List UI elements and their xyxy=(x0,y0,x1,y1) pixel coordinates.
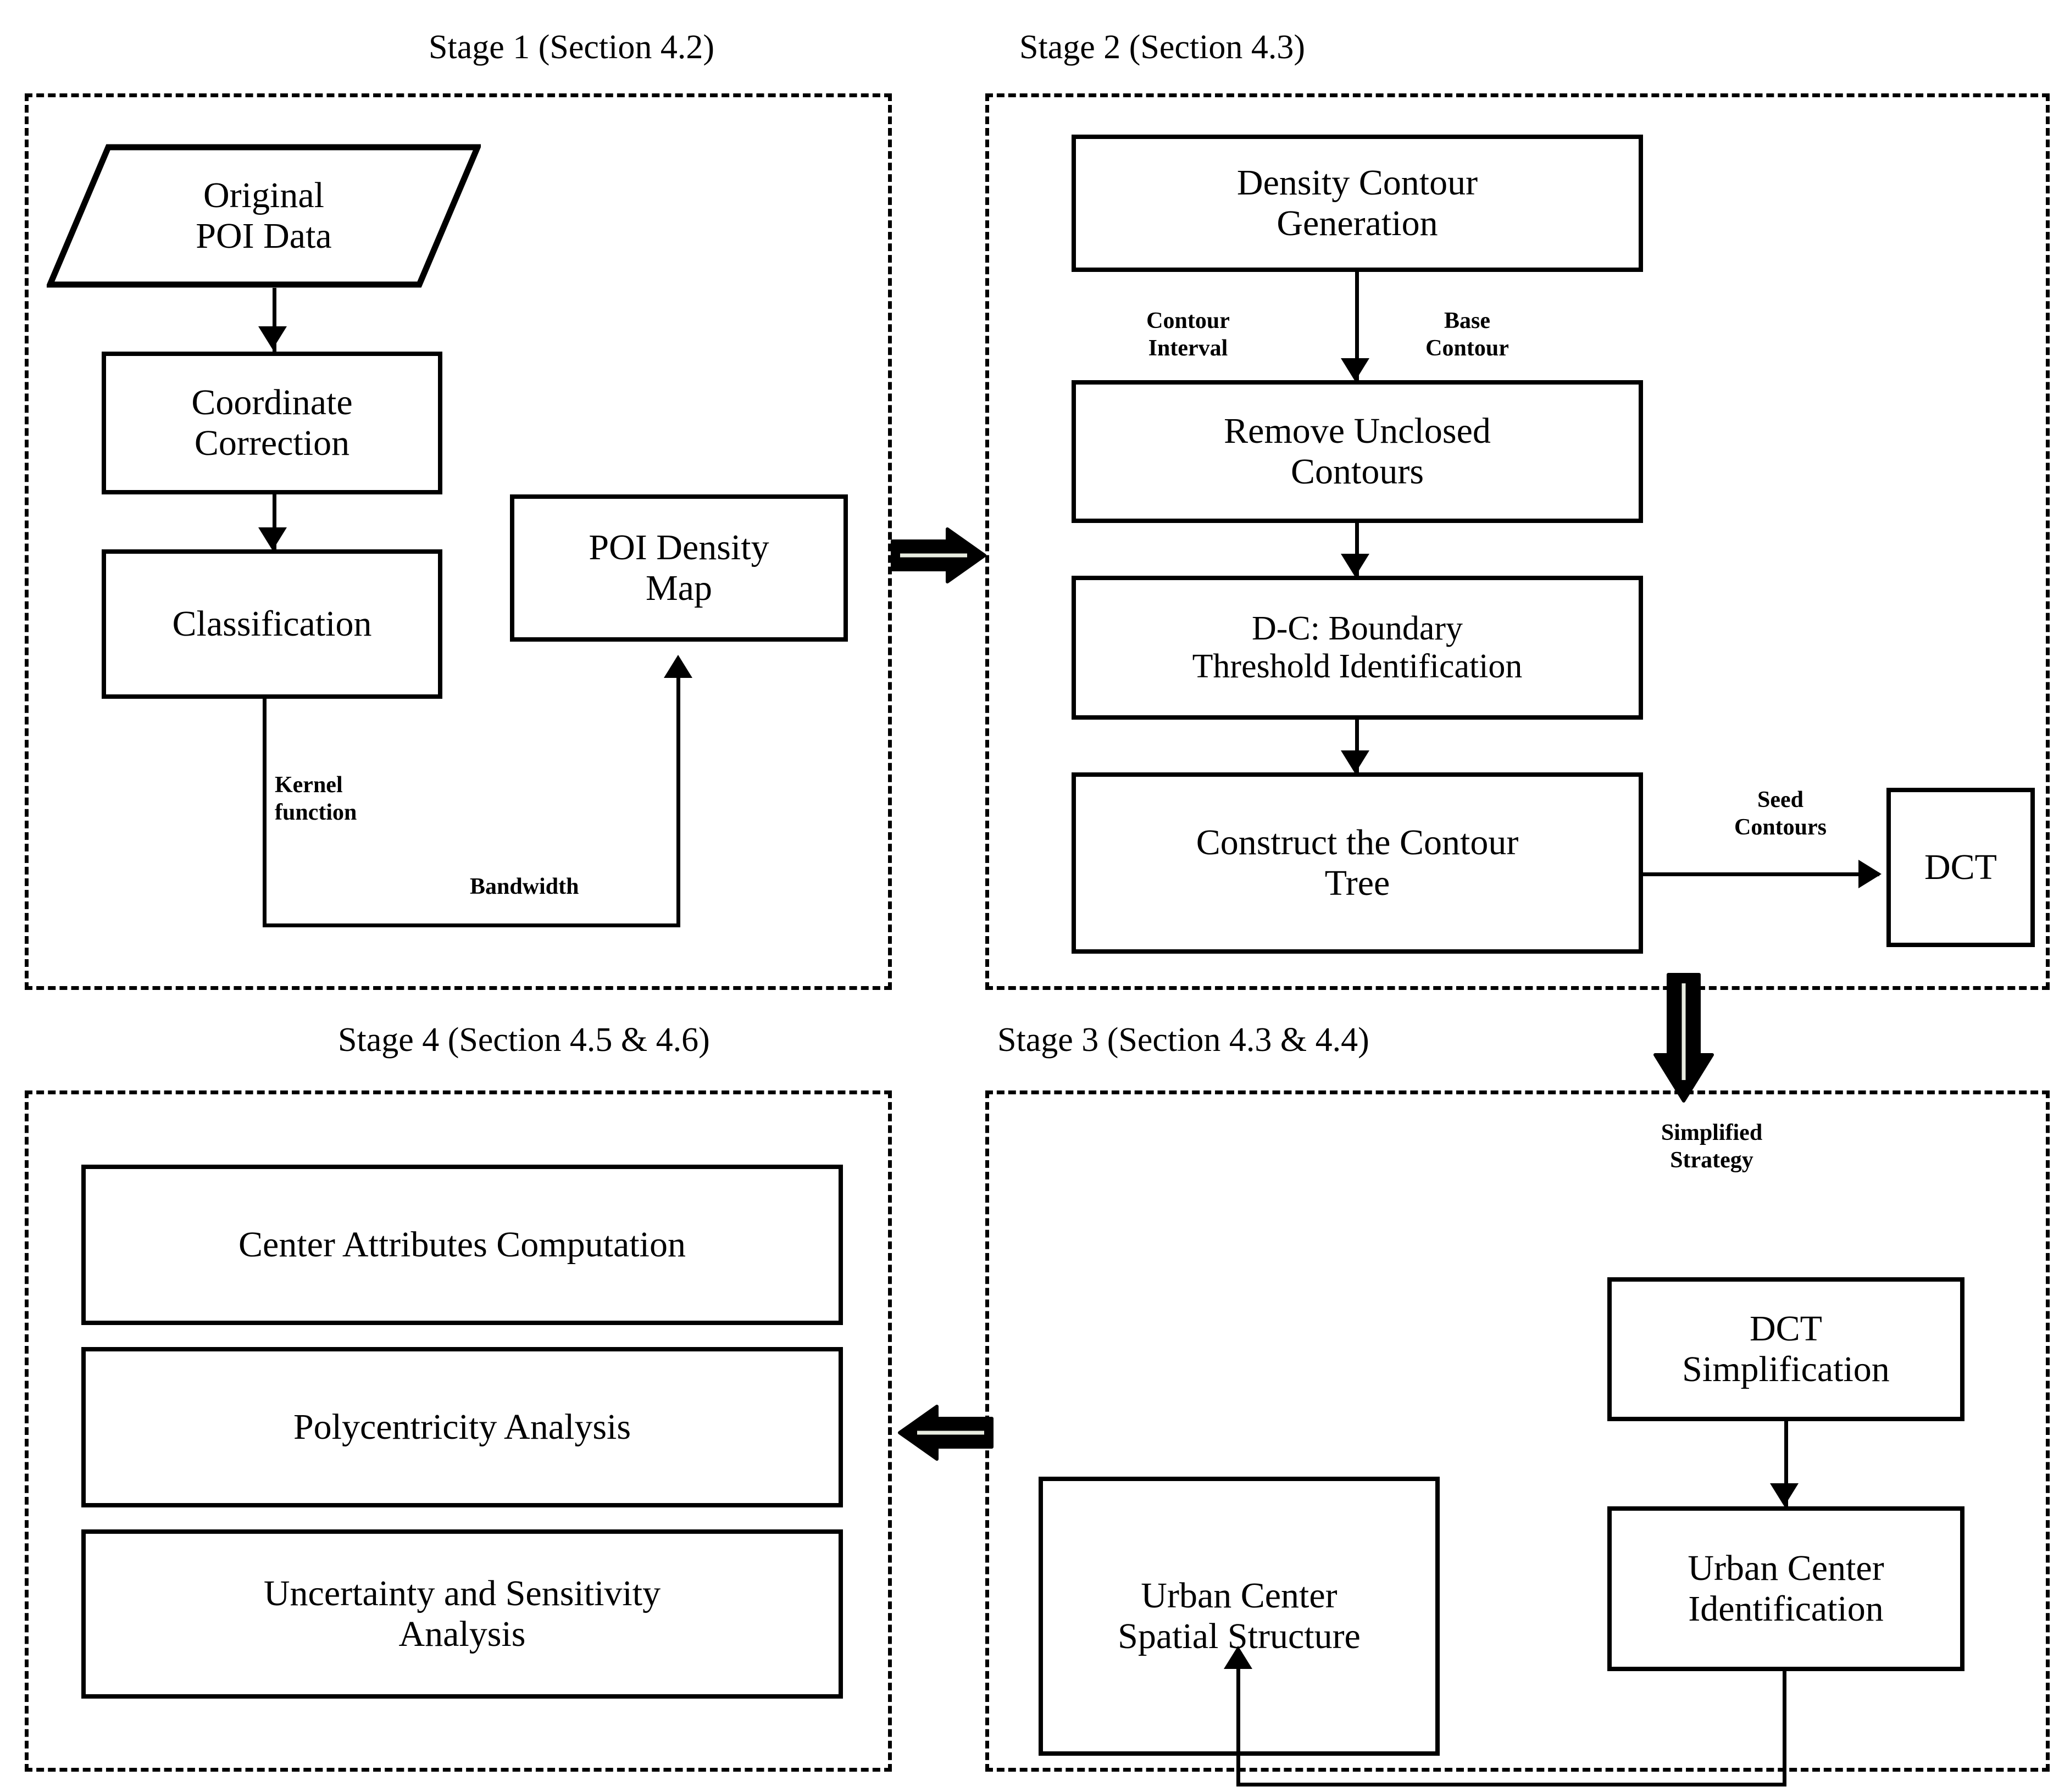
edge-label-contour-interval: Contour Interval xyxy=(1146,308,1230,361)
node-boundary-threshold-identification-label: D-C: Boundary Threshold Identification xyxy=(1192,609,1523,685)
node-classification[interactable]: Classification xyxy=(102,549,442,699)
edge-label-simplified-strategy: Simplified Strategy xyxy=(1661,1120,1763,1173)
connector-threshold-to-tree xyxy=(1355,719,1359,773)
node-urban-center-spatial-structure-label: Urban Center Spatial Structure xyxy=(1118,1576,1361,1656)
stage1-title: Stage 1 (Section 4.2) xyxy=(429,29,715,66)
node-construct-contour-tree[interactable]: Construct the Contour Tree xyxy=(1072,772,1643,954)
node-remove-unclosed-contours-label: Remove Unclosed Contours xyxy=(1224,411,1491,492)
node-urban-center-identification[interactable]: Urban Center Identification xyxy=(1607,1506,1964,1671)
connector-poi-to-coordinate xyxy=(273,288,276,353)
connector-into-spatial-structure xyxy=(1236,1667,1240,1785)
node-poi-density-map[interactable]: POI Density Map xyxy=(510,494,848,642)
node-center-attributes-computation[interactable]: Center Attributes Computation xyxy=(81,1165,843,1325)
node-dct-simplification-label: DCT Simplification xyxy=(1682,1309,1890,1389)
connector-identification-down xyxy=(1783,1670,1786,1787)
node-density-contour-generation[interactable]: Density Contour Generation xyxy=(1072,135,1643,272)
edge-label-kernel-function: Kernel function xyxy=(275,772,357,825)
connector-identification-across xyxy=(1236,1783,1786,1787)
connector-tree-to-dct xyxy=(1643,872,1879,876)
arrowhead-density-to-remove xyxy=(1341,358,1369,381)
edge-label-bandwidth: Bandwidth xyxy=(470,874,579,899)
arrowhead-simplification-to-identification xyxy=(1770,1483,1799,1506)
stage3-container xyxy=(985,1090,2050,1772)
node-uncertainty-sensitivity-analysis-label: Uncertainty and Sensitivity Analysis xyxy=(263,1573,661,1654)
connector-into-density-map xyxy=(676,677,680,927)
stage4-container xyxy=(25,1090,892,1772)
node-polycentricity-analysis[interactable]: Polycentricity Analysis xyxy=(81,1347,843,1507)
node-dct-simplification[interactable]: DCT Simplification xyxy=(1607,1277,1964,1421)
arrowhead-into-density-map xyxy=(664,655,692,678)
block-arrow-stage2-to-stage3 xyxy=(1651,972,1717,1104)
node-classification-label: Classification xyxy=(172,604,372,644)
node-construct-contour-tree-label: Construct the Contour Tree xyxy=(1196,822,1519,903)
node-urban-center-identification-label: Urban Center Identification xyxy=(1688,1548,1884,1629)
stage4-title: Stage 4 (Section 4.5 & 4.6) xyxy=(338,1021,710,1059)
node-dct-label: DCT xyxy=(1924,847,1997,888)
arrowhead-threshold-to-tree xyxy=(1341,750,1369,773)
block-arrow-stage3-to-stage4 xyxy=(897,1402,994,1463)
arrowhead-into-spatial-structure xyxy=(1224,1646,1252,1669)
connector-remove-to-threshold xyxy=(1355,522,1359,577)
node-remove-unclosed-contours[interactable]: Remove Unclosed Contours xyxy=(1072,380,1643,523)
arrowhead-poi-to-coordinate xyxy=(258,326,287,349)
stage2-container xyxy=(985,93,2050,990)
node-center-attributes-computation-label: Center Attributes Computation xyxy=(238,1225,686,1265)
node-original-poi-data-label: Original POI Data xyxy=(196,175,332,256)
arrowhead-coordinate-to-classification xyxy=(258,527,287,550)
connector-density-to-remove xyxy=(1355,271,1359,381)
connector-classification-down xyxy=(263,697,267,927)
node-coordinate-correction-label: Coordinate Correction xyxy=(191,382,353,463)
parallelogram-shape xyxy=(47,144,481,288)
connector-coordinate-to-classification xyxy=(273,493,276,551)
connector-classification-across xyxy=(263,923,680,927)
node-polycentricity-analysis-label: Polycentricity Analysis xyxy=(293,1407,631,1448)
edge-label-base-contour: Base Contour xyxy=(1425,308,1509,361)
connector-simplification-to-identification xyxy=(1784,1420,1788,1508)
arrowhead-tree-to-dct xyxy=(1858,860,1882,888)
stage3-title: Stage 3 (Section 4.3 & 4.4) xyxy=(997,1021,1369,1059)
node-density-contour-generation-label: Density Contour Generation xyxy=(1236,163,1478,243)
node-poi-density-map-label: POI Density Map xyxy=(589,527,769,608)
stage2-title: Stage 2 (Section 4.3) xyxy=(1019,29,1306,66)
stage1-container xyxy=(25,93,892,990)
arrowhead-remove-to-threshold xyxy=(1341,554,1369,577)
node-original-poi-data[interactable]: Original POI Data xyxy=(47,144,481,288)
node-boundary-threshold-identification[interactable]: D-C: Boundary Threshold Identification xyxy=(1072,576,1643,720)
edge-label-seed-contours: Seed Contours xyxy=(1734,787,1827,840)
node-dct[interactable]: DCT xyxy=(1886,788,2035,947)
block-arrow-stage1-to-stage2 xyxy=(890,525,987,586)
node-uncertainty-sensitivity-analysis[interactable]: Uncertainty and Sensitivity Analysis xyxy=(81,1529,843,1699)
node-coordinate-correction[interactable]: Coordinate Correction xyxy=(102,352,442,494)
